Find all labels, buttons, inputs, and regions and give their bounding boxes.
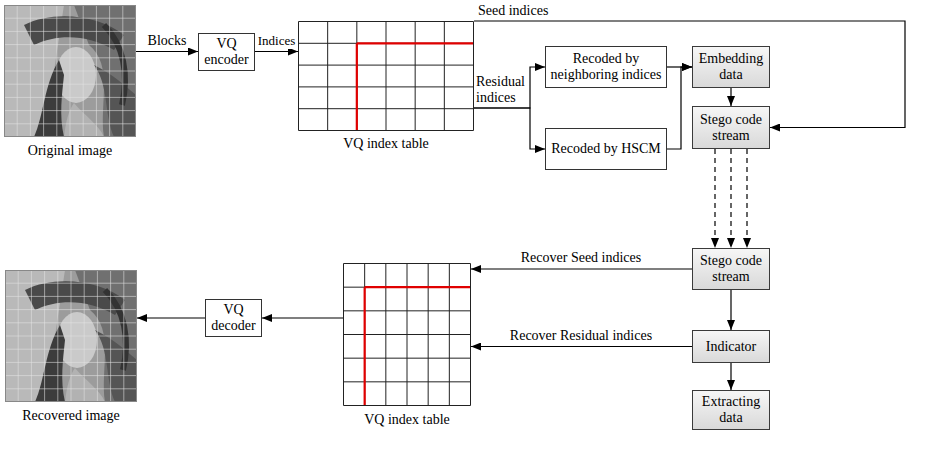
process-box: VQ encoder xyxy=(198,33,255,71)
connector-arrow xyxy=(474,67,545,108)
image-panel: Recovered image xyxy=(5,270,137,424)
edge-label: Residual indices xyxy=(476,74,528,106)
stream-box: Stego code stream xyxy=(692,106,770,149)
connector-arrow xyxy=(730,363,731,390)
node-label: Embedding data xyxy=(696,51,766,83)
connector-arrow xyxy=(474,108,545,149)
recovered-picture xyxy=(5,270,137,402)
node-label: Recoded by HSCM xyxy=(551,141,661,157)
connector-arrow xyxy=(136,51,198,52)
process-box: Embedding data xyxy=(692,46,770,88)
connector-arrow xyxy=(262,317,343,318)
connector-arrow xyxy=(667,67,692,149)
connector-arrow xyxy=(255,51,298,52)
edge-label: Indices xyxy=(258,33,296,49)
node-label: Stego code stream xyxy=(696,253,766,285)
connector-arrow xyxy=(714,149,715,248)
connector-arrow xyxy=(730,88,731,106)
connector-arrow xyxy=(471,346,692,347)
index-table: VQ index table xyxy=(343,263,471,428)
edge-label: Blocks xyxy=(148,33,187,49)
node-label: Indicator xyxy=(706,339,757,355)
connector-arrow xyxy=(137,317,205,318)
process-box: Indicator xyxy=(692,330,770,363)
stream-box: Stego code stream xyxy=(692,248,770,290)
index-table-grid xyxy=(343,263,471,406)
process-box: Extracting data xyxy=(692,390,770,430)
index-table-grid xyxy=(298,21,474,131)
connector-arrow xyxy=(746,149,747,248)
node-label: VQ index table xyxy=(364,412,450,428)
node-label: VQ index table xyxy=(343,136,429,152)
process-box: VQ decoder xyxy=(205,299,262,337)
edge-label: Recover Seed indices xyxy=(521,250,642,266)
image-panel: Original image xyxy=(4,5,136,159)
node-label: Extracting data xyxy=(696,394,766,426)
process-box: Recoded by neighboring indices xyxy=(545,46,667,88)
connector-arrow xyxy=(471,268,692,269)
node-label: VQ decoder xyxy=(209,302,258,334)
edge-label: Recover Residual indices xyxy=(510,328,652,344)
original-picture xyxy=(4,5,136,137)
node-label: Recovered image xyxy=(22,408,120,424)
edge-label: Seed indices xyxy=(478,3,548,19)
node-label: VQ encoder xyxy=(202,36,251,68)
connector-arrow xyxy=(730,290,731,330)
process-box: Recoded by HSCM xyxy=(545,128,667,170)
connector-arrow xyxy=(474,21,905,128)
connector-arrow xyxy=(730,149,731,248)
node-label: Original image xyxy=(28,143,112,159)
index-table: VQ index table xyxy=(298,21,474,152)
node-label: Stego code stream xyxy=(696,112,766,144)
node-label: Recoded by neighboring indices xyxy=(549,51,663,83)
